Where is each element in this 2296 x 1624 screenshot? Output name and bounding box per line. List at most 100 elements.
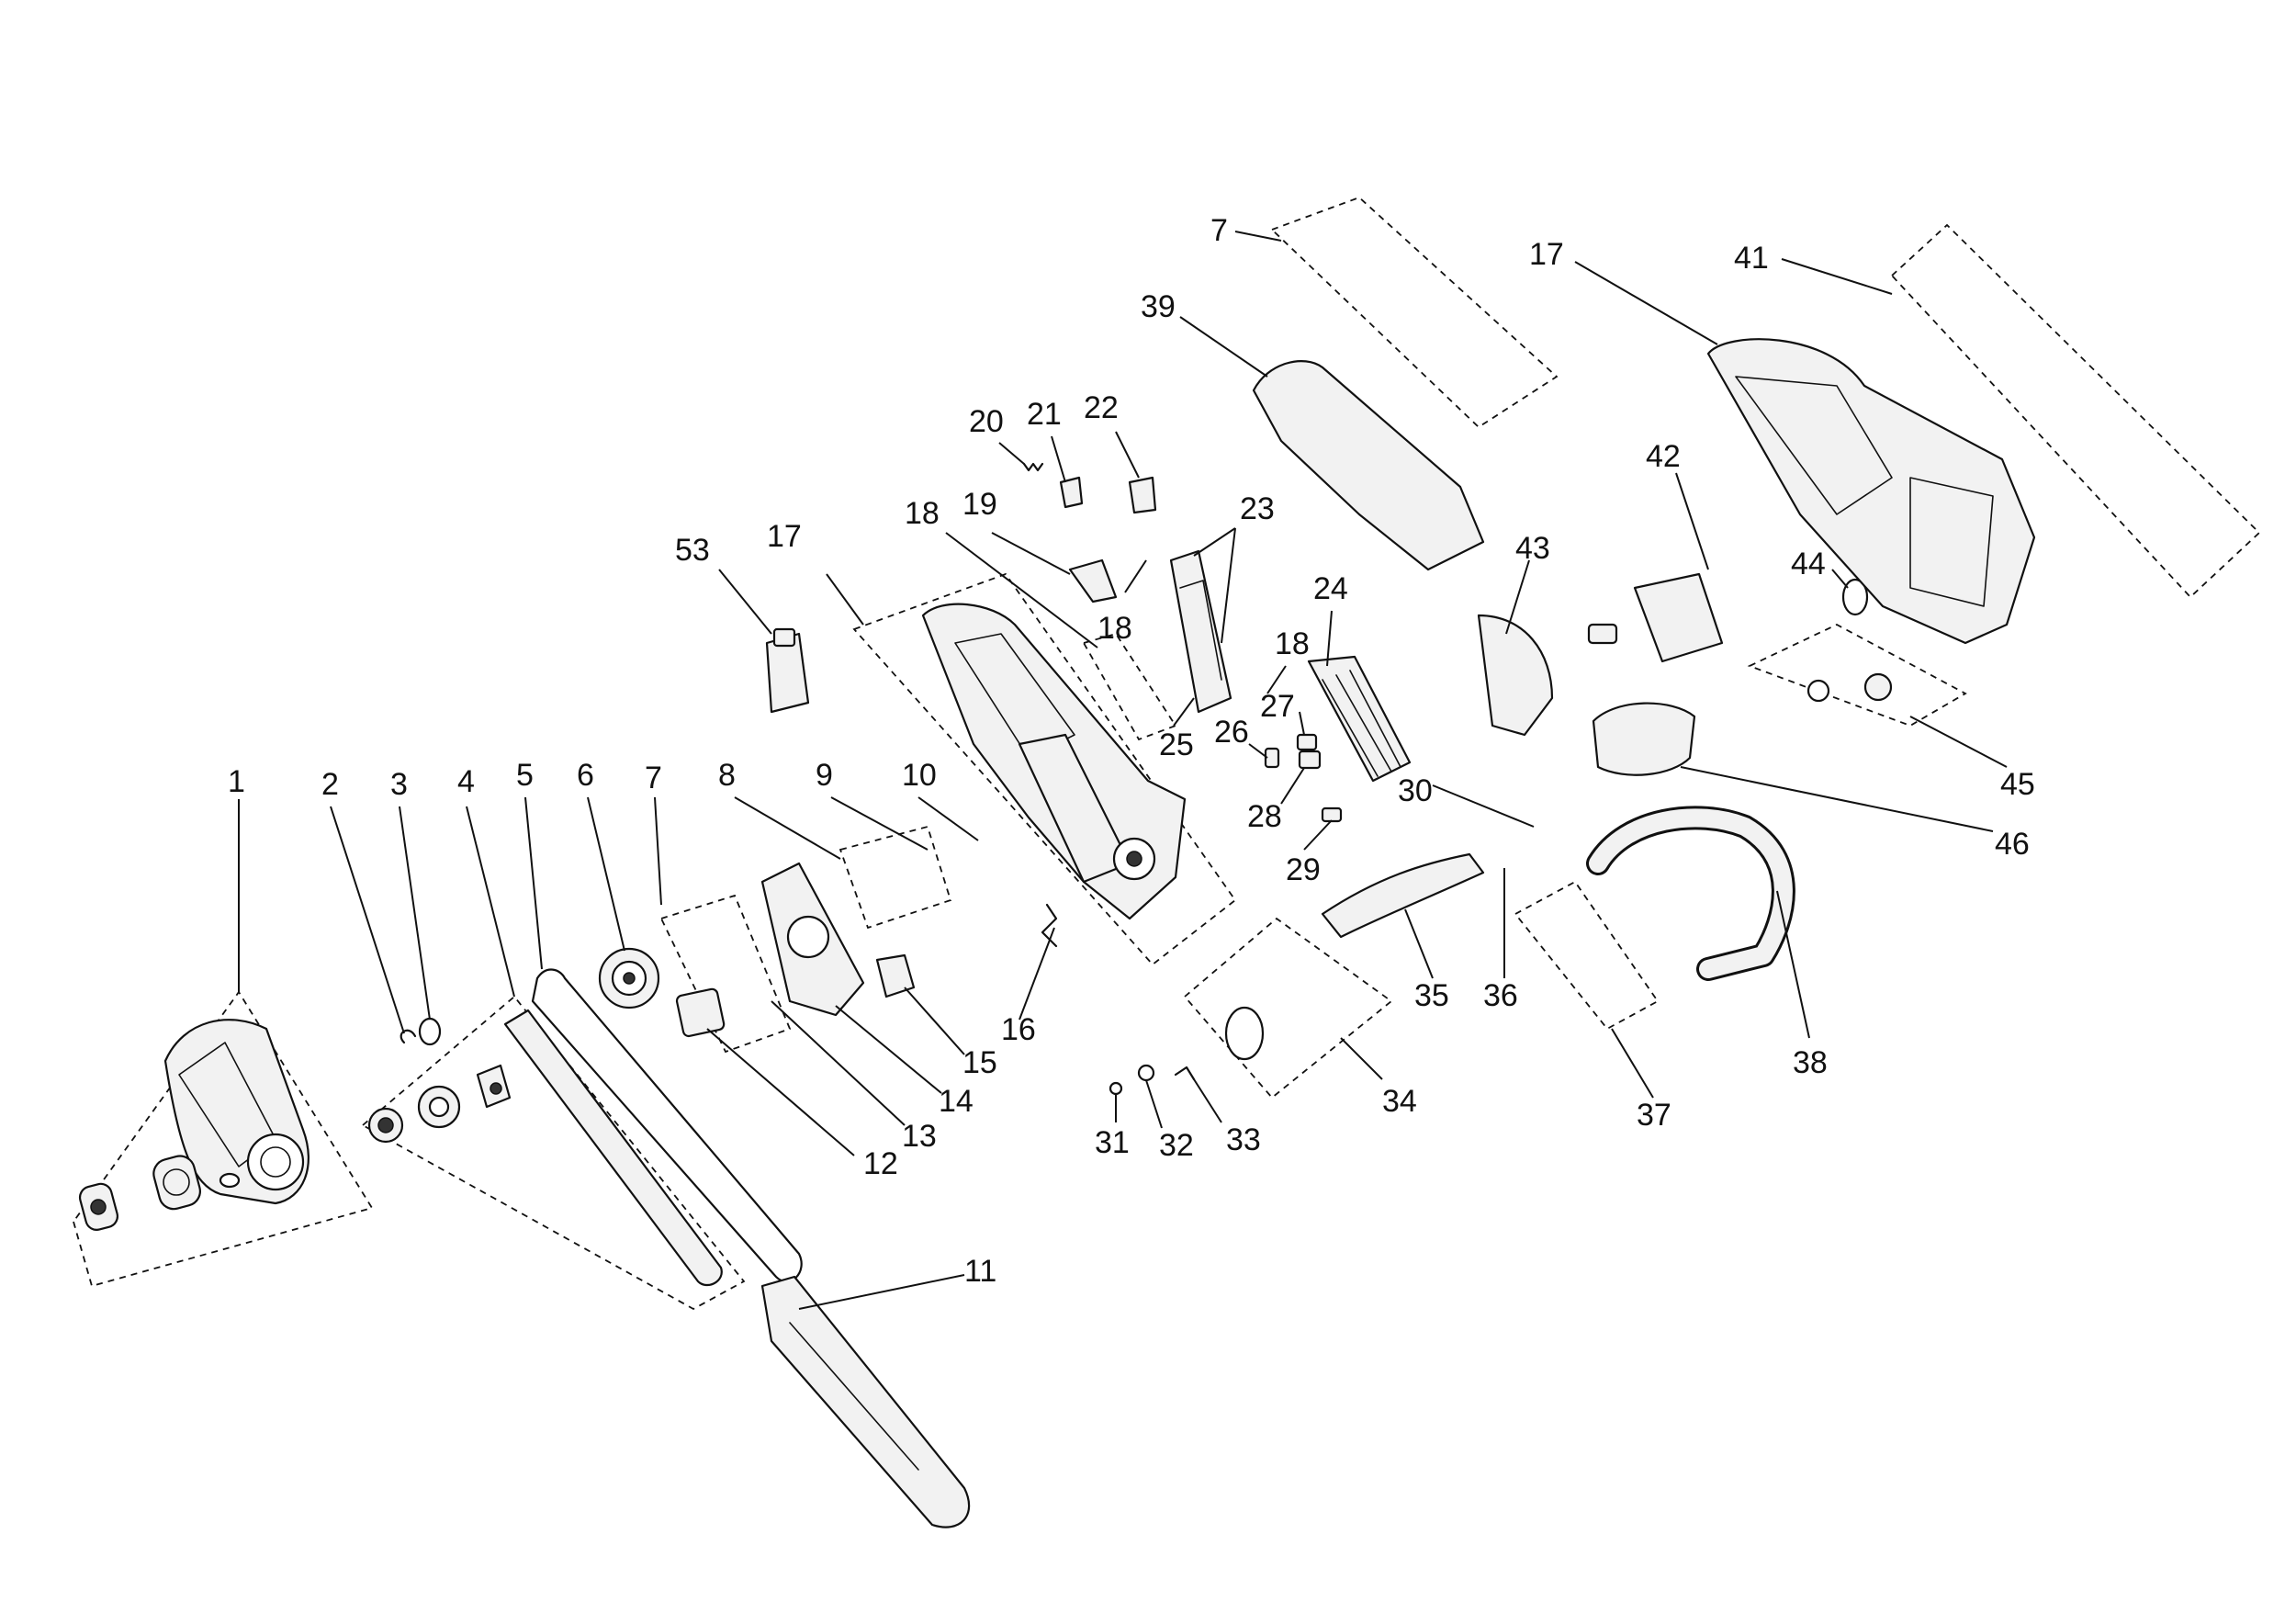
callout-43: 43 xyxy=(1515,531,1550,566)
guide-bar xyxy=(503,1009,723,1287)
callout-41: 41 xyxy=(1734,241,1769,276)
leader-42 xyxy=(1675,472,1709,570)
leader-18c xyxy=(1266,665,1287,694)
sprocket-cover-assembly xyxy=(78,1019,310,1231)
callout-32: 32 xyxy=(1159,1128,1194,1163)
leader-11 xyxy=(798,1274,965,1310)
group-34-outline xyxy=(1183,917,1393,1100)
left-housing xyxy=(921,603,1187,920)
part-29 xyxy=(1321,806,1343,823)
callout-3: 3 xyxy=(390,767,408,802)
leader-7a xyxy=(654,796,662,906)
leader-22 xyxy=(1115,431,1140,479)
leader-6 xyxy=(587,796,625,952)
leader-26 xyxy=(1248,743,1268,759)
leader-39 xyxy=(1179,316,1268,378)
leader-24 xyxy=(1326,610,1333,667)
group-45-outline xyxy=(1747,623,1967,727)
group-41-outline xyxy=(1890,223,2261,599)
callout-22: 22 xyxy=(1084,390,1119,425)
callout-38: 38 xyxy=(1793,1045,1828,1080)
part-33 xyxy=(1174,1066,1196,1081)
callout-33: 33 xyxy=(1226,1122,1261,1157)
leader-15 xyxy=(904,987,965,1055)
group-37-outline xyxy=(1514,880,1660,1031)
spring xyxy=(1022,462,1044,472)
callout-12: 12 xyxy=(863,1146,898,1181)
leader-41 xyxy=(1781,258,1893,295)
motor-housing xyxy=(1307,655,1412,783)
parts xyxy=(78,338,2036,1528)
callout-18-top: 18 xyxy=(905,496,940,531)
leader-lines xyxy=(238,231,2008,1310)
leader-44 xyxy=(1831,569,1849,589)
screw-31 xyxy=(1109,1081,1123,1096)
callout-11: 11 xyxy=(964,1254,996,1289)
callout-30: 30 xyxy=(1398,773,1433,808)
callout-5: 5 xyxy=(516,758,534,793)
leader-18b xyxy=(1124,559,1147,593)
part-26 xyxy=(1264,747,1280,769)
leader-45 xyxy=(1909,716,2008,768)
group-4-outline xyxy=(361,995,746,1311)
clutch-drum xyxy=(598,947,660,1009)
leader-53 xyxy=(718,569,772,635)
rear-handle-cover xyxy=(1321,852,1485,939)
leader-12 xyxy=(706,1028,855,1156)
leader-19 xyxy=(991,532,1071,575)
washer xyxy=(418,1017,442,1046)
leader-34 xyxy=(1340,1037,1383,1080)
leader-14 xyxy=(835,1005,942,1094)
o-ring xyxy=(1841,578,1869,616)
callout-24: 24 xyxy=(1313,571,1348,606)
callout-23: 23 xyxy=(1240,491,1275,526)
callout-13: 13 xyxy=(902,1119,937,1154)
chain-tensioner-plate xyxy=(875,953,916,998)
leader-16 xyxy=(1019,927,1055,1021)
callout-42: 42 xyxy=(1646,439,1681,474)
leader-23a xyxy=(1193,527,1236,557)
callout-44: 44 xyxy=(1791,547,1826,581)
group-18-outline xyxy=(1082,632,1177,741)
callout-17-right: 17 xyxy=(1529,237,1564,272)
callout-31: 31 xyxy=(1095,1125,1130,1160)
group-7-top-outline xyxy=(1270,196,1559,429)
callout-17-left: 17 xyxy=(767,519,802,554)
fan-baffle xyxy=(1477,614,1554,737)
callout-34: 34 xyxy=(1382,1084,1417,1119)
leader-18a xyxy=(945,532,1098,648)
callout-1: 1 xyxy=(228,764,245,799)
leader-25 xyxy=(1173,697,1195,727)
leader-13 xyxy=(771,1000,906,1126)
callout-26: 26 xyxy=(1214,715,1249,750)
leader-28 xyxy=(1280,767,1305,805)
callout-20: 20 xyxy=(969,404,1004,439)
leader-2 xyxy=(330,806,405,1034)
callout-45: 45 xyxy=(2000,767,2035,802)
leader-17b xyxy=(1574,261,1718,345)
callout-21: 21 xyxy=(1027,397,1062,432)
group-8-outline xyxy=(838,825,952,930)
callout-2: 2 xyxy=(321,767,339,802)
leader-33 xyxy=(1193,1078,1222,1123)
callout-15: 15 xyxy=(962,1045,997,1080)
callout-labels: 1 2 3 4 5 6 7 7 8 9 10 11 12 13 14 15 16… xyxy=(228,213,2035,1289)
leader-46 xyxy=(1680,766,1994,832)
right-housing xyxy=(1706,338,2036,645)
callout-25: 25 xyxy=(1159,727,1194,762)
callout-16: 16 xyxy=(1001,1012,1036,1047)
leader-9 xyxy=(830,796,929,851)
leader-43 xyxy=(1505,559,1530,635)
callout-35: 35 xyxy=(1414,978,1449,1013)
leader-10 xyxy=(917,796,979,841)
callout-46: 46 xyxy=(1995,827,2030,862)
drive-sprocket-group xyxy=(367,1064,512,1144)
callout-28: 28 xyxy=(1247,799,1282,834)
part-27 xyxy=(1296,733,1318,751)
callout-27: 27 xyxy=(1260,689,1295,724)
leader-21 xyxy=(1051,435,1066,483)
callout-7: 7 xyxy=(645,761,662,795)
callout-19: 19 xyxy=(962,487,997,522)
leader-17a xyxy=(826,573,864,626)
